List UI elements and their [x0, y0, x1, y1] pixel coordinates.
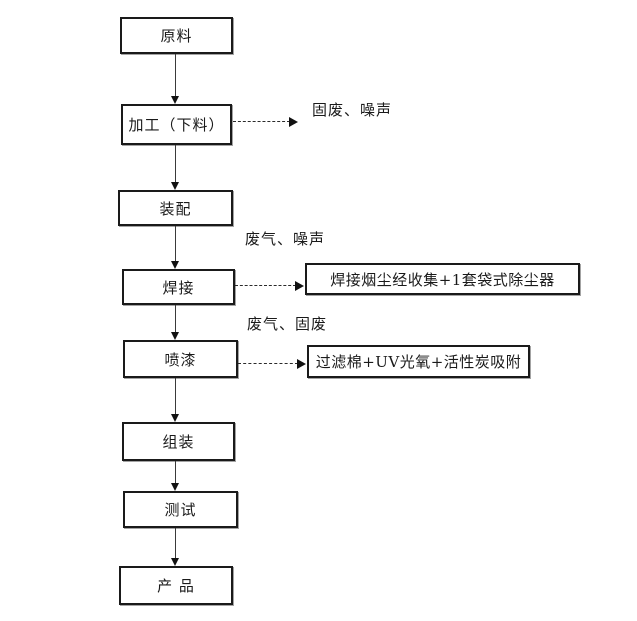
flow-node-testing: 测试 [123, 491, 238, 528]
arrow-line [175, 378, 177, 415]
dashed-arrow-welding-to-dust-collection [235, 281, 304, 291]
arrow-head-down-icon [171, 182, 179, 190]
dashed-arrow-processing-to-solid-waste-noise [233, 117, 298, 127]
flow-node-welding: 焊接 [122, 269, 235, 305]
arrow-head-down-icon [171, 558, 179, 566]
arrow-spray-painting-to-final-assembly [171, 378, 180, 422]
arrow-line [175, 145, 177, 183]
treatment-node-paint-exhaust-treatment: 过滤棉+UV光氧+活性炭吸附 [307, 345, 530, 378]
arrow-raw-material-to-processing [171, 54, 180, 104]
arrow-line [175, 461, 177, 484]
arrow-head-down-icon [171, 332, 179, 340]
arrow-head-right-icon [289, 117, 298, 127]
dashed-arrow-line [238, 363, 298, 364]
arrow-line [175, 305, 177, 333]
arrow-head-down-icon [171, 483, 179, 491]
arrow-line [175, 54, 177, 97]
arrow-final-assembly-to-testing [171, 461, 180, 491]
flow-node-product: 产 品 [119, 566, 233, 605]
dashed-arrow-line [233, 121, 290, 122]
flow-node-processing-cutting: 加工（下料） [121, 104, 232, 145]
flow-node-final-assembly: 组装 [122, 422, 235, 461]
arrow-line [175, 528, 177, 559]
flow-node-spray-painting: 喷漆 [123, 340, 238, 378]
arrow-welding-to-spray-painting [171, 305, 180, 340]
dashed-arrow-line [235, 285, 296, 286]
flow-node-raw-material: 原料 [120, 17, 233, 54]
arrow-line [175, 226, 177, 262]
flow-node-assembly: 装配 [118, 190, 233, 226]
emission-label-waste-gas-noise: 废气、噪声 [245, 230, 326, 248]
arrow-head-down-icon [171, 414, 179, 422]
dashed-arrow-spray-painting-to-exhaust-treatment [238, 359, 306, 369]
treatment-node-welding-dust-collection: 焊接烟尘经收集+1套袋式除尘器 [305, 263, 580, 295]
arrow-head-down-icon [171, 261, 179, 269]
arrow-processing-to-assembly [171, 145, 180, 190]
arrow-testing-to-product [171, 528, 180, 566]
emission-label-waste-gas-solid-waste: 废气、固废 [247, 315, 328, 333]
arrow-head-right-icon [297, 359, 306, 369]
arrow-head-down-icon [171, 96, 179, 104]
emission-label-solid-waste-noise: 固废、噪声 [312, 101, 393, 119]
arrow-assembly-to-welding [171, 226, 180, 269]
arrow-head-right-icon [295, 281, 304, 291]
